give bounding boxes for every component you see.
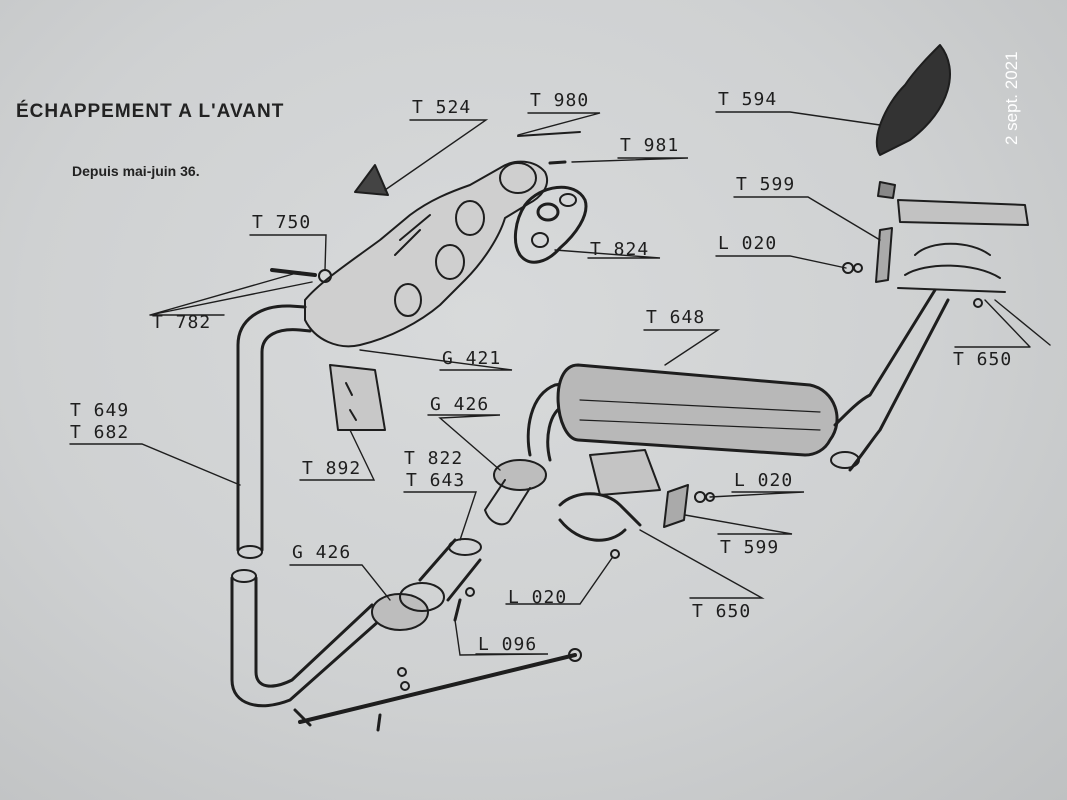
label-t892: T 892 [302,458,362,479]
muffler-bracket [589,449,661,496]
front-pipe-lower [230,569,382,708]
rear-bracket [875,181,1029,293]
label-t650-rear: T 650 [953,349,1013,370]
page-title: ÉCHAPPEMENT A L'AVANT [16,101,285,122]
label-t643: T 643 [406,470,466,491]
date-stamp: 2 sept. 2021 [1002,51,1021,145]
label-l096: L 096 [478,634,538,655]
label-t599-front: T 599 [720,537,780,558]
clamp-plate [663,484,689,528]
label-t599-rear: T 599 [736,174,796,195]
label-t822: T 822 [404,448,464,469]
label-l020-rear: L 020 [718,233,778,254]
label-l020-clamp: L 020 [508,587,568,608]
label-t682: T 682 [70,422,130,443]
leader-lines [69,111,1051,656]
tail-pipe [830,288,950,472]
page-subtitle: Depuis mai-juin 36. [72,163,200,179]
intermediate-pipe [418,538,482,602]
gasket-strip-small [548,160,567,165]
washers [376,262,983,732]
stay-rod [293,648,582,727]
flange-upper [484,459,547,526]
muffler [556,363,839,457]
triangle-bracket [354,164,389,196]
label-g426-upper: G 426 [430,394,490,415]
label-t649: T 649 [70,400,130,421]
label-t824: T 824 [590,239,650,260]
label-l020-front: L 020 [734,470,794,491]
label-g421: G 421 [442,348,502,369]
manifold-gasket [513,185,588,264]
label-t981: T 981 [620,135,680,156]
label-g426-lower: G 426 [292,542,352,563]
flange-lower [371,582,445,631]
front-pipe-upper [236,304,312,559]
shield-plate [329,364,386,431]
label-t980: T 980 [530,90,590,111]
label-t782: T 782 [152,312,212,333]
label-t750: T 750 [252,212,312,233]
label-t524: T 524 [412,97,472,118]
label-t594: T 594 [718,89,778,110]
bolt [270,268,332,283]
exhaust-manifold [304,160,548,348]
label-t648: T 648 [646,307,706,328]
pipe-clamp [558,492,642,542]
label-t650-front: T 650 [692,601,752,622]
gasket-strip [517,131,581,137]
heat-shield [875,44,951,156]
